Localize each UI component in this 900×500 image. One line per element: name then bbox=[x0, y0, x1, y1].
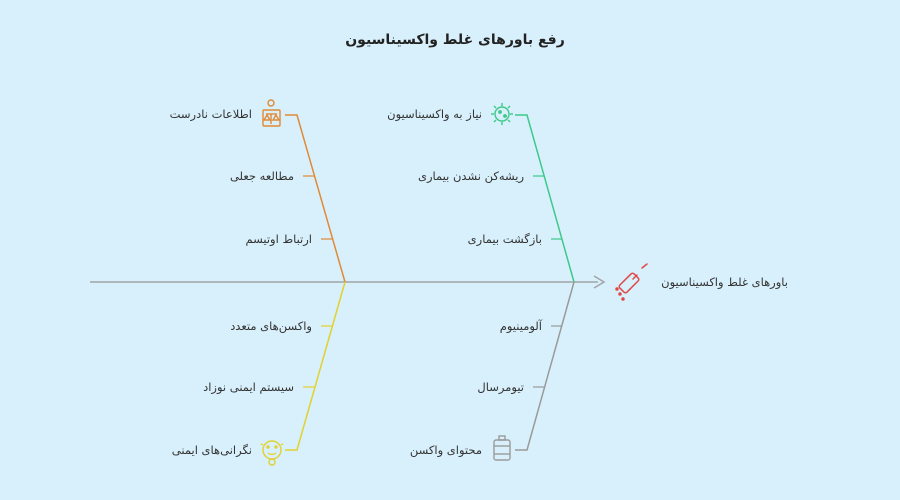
virus-icon bbox=[491, 103, 513, 125]
branch-line bbox=[515, 114, 575, 283]
branch-misinformation: اطلاعات نادرست مطالعه جعلی ارتباط اوتیسم bbox=[170, 99, 346, 283]
head-label: باورهای غلط واکسیناسیون bbox=[661, 275, 788, 290]
baby-icon bbox=[260, 440, 284, 466]
branch-item-label: نیاز به واکسیناسیون bbox=[387, 107, 482, 122]
syringe-icon bbox=[615, 263, 648, 301]
branch-item-label: نگرانی‌های ایمنی bbox=[172, 443, 252, 458]
branch-line bbox=[285, 114, 346, 283]
branch-disease: نیاز به واکسیناسیون ریشه‌کن نشدن بیماری … bbox=[387, 103, 575, 283]
branch-item-label: سیستم ایمنی نوزاد bbox=[203, 380, 294, 395]
branch-item-label: بازگشت بیماری bbox=[468, 232, 542, 247]
branch-item-label: آلومینیوم bbox=[500, 319, 543, 334]
barrel-icon bbox=[493, 435, 511, 461]
branch-vaccine-types: واکسن‌های متعدد سیستم ایمنی نوزاد نگرانی… bbox=[172, 281, 346, 466]
branch-item-label: محتوای واکسن bbox=[410, 443, 482, 458]
branch-item-label: مطالعه جعلی bbox=[230, 169, 294, 183]
spine-arrowhead bbox=[593, 275, 606, 289]
branch-item-label: ریشه‌کن نشدن بیماری bbox=[418, 169, 524, 184]
branch-item-label: اطلاعات نادرست bbox=[170, 107, 252, 122]
branch-item-label: واکسن‌های متعدد bbox=[230, 319, 312, 334]
scales-icon bbox=[262, 99, 281, 127]
branch-item-label: تیومرسال bbox=[477, 380, 524, 395]
diagram-title: رفع باورهای غلط واکسیناسیون bbox=[345, 32, 565, 48]
branch-item-label: ارتباط اوتیسم bbox=[245, 232, 312, 247]
branch-content: آلومینیوم تیومرسال محتوای واکسن bbox=[410, 281, 575, 461]
branch-line bbox=[285, 281, 346, 451]
branch-line bbox=[515, 281, 575, 451]
